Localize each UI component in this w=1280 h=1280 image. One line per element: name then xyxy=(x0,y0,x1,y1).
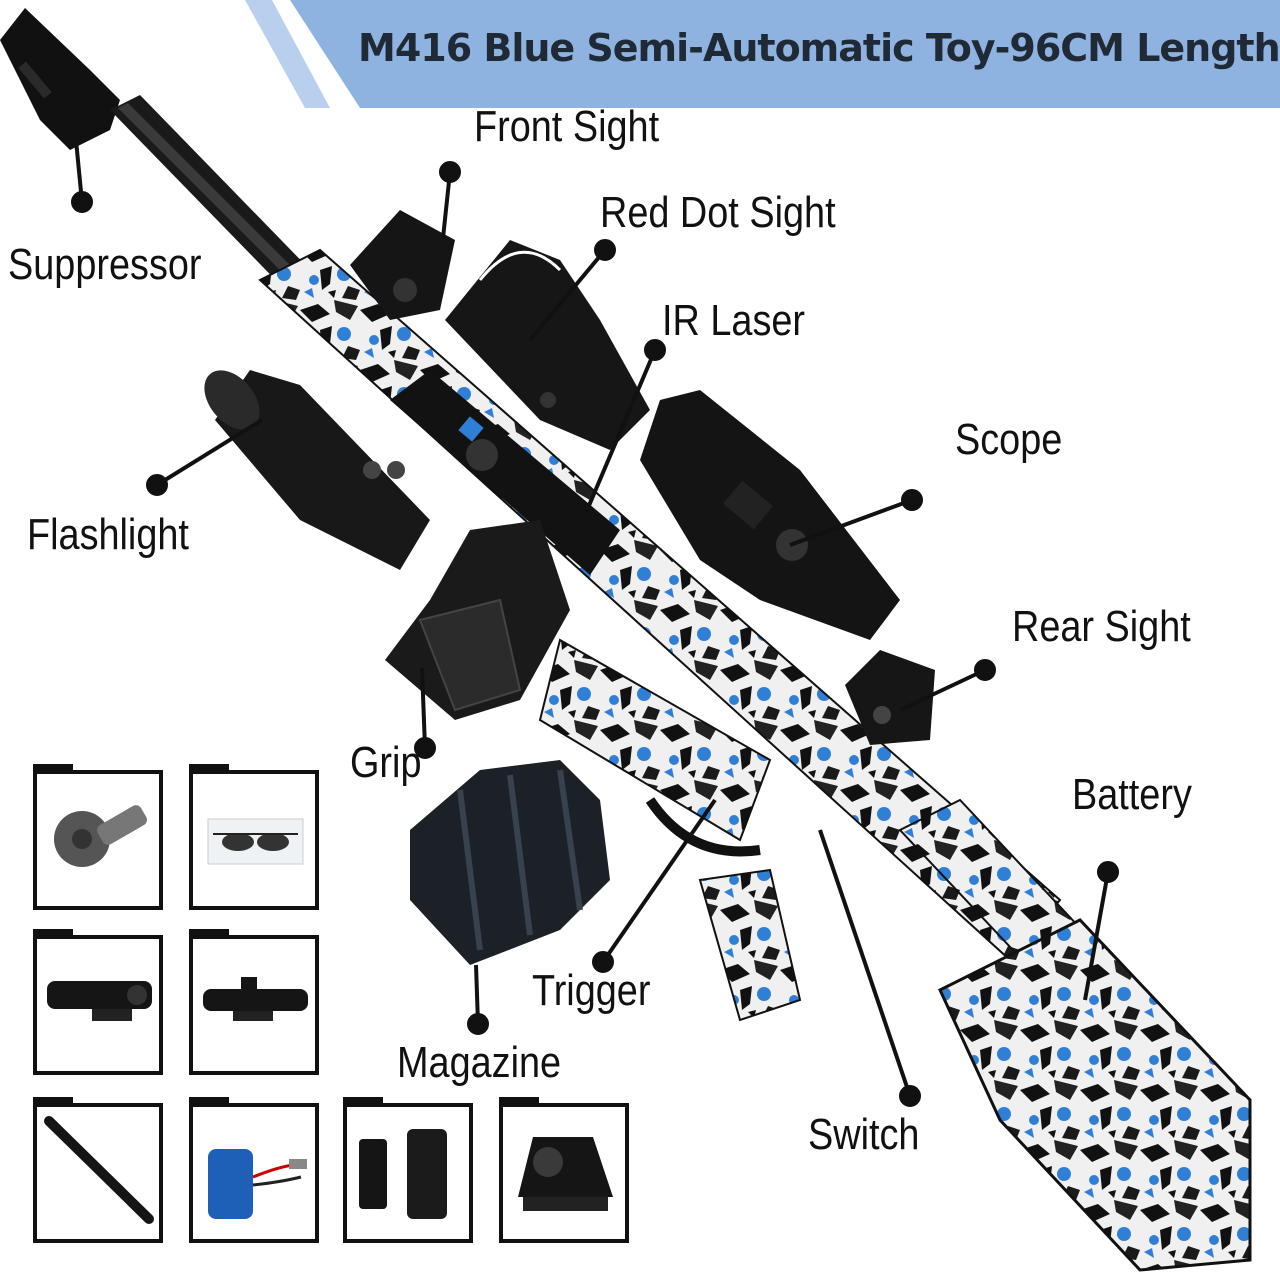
grip-parts-icon xyxy=(359,1129,447,1219)
label-red-dot-sight: Red Dot Sight xyxy=(600,188,836,237)
rear-sight-part xyxy=(845,650,935,745)
thumbnail-flashlight xyxy=(33,929,163,1075)
thumbnail-grip-parts xyxy=(343,1097,473,1243)
banner-shape xyxy=(245,0,1280,108)
label-battery: Battery xyxy=(1072,770,1192,819)
suppressor-icon xyxy=(44,1116,154,1224)
label-front-sight: Front Sight xyxy=(474,102,660,151)
thumbnail-battery-cable xyxy=(189,1097,319,1243)
barrel-part xyxy=(110,95,320,300)
vertical-grip-part xyxy=(385,520,570,720)
thumbnail-charging-handle xyxy=(33,764,163,910)
thumbnail-red-dot-sight xyxy=(499,1097,629,1243)
label-flashlight: Flashlight xyxy=(27,510,189,559)
red-dot-sight-part xyxy=(445,240,650,450)
title-banner: M416 Blue Semi-Automatic Toy-96CM Length xyxy=(0,0,1280,108)
ir-laser-part xyxy=(390,370,620,575)
flashlight-part xyxy=(204,370,430,570)
label-rear-sight: Rear Sight xyxy=(1012,602,1191,651)
label-switch: Switch xyxy=(808,1110,920,1159)
label-scope: Scope xyxy=(955,415,1063,464)
label-trigger: Trigger xyxy=(532,966,651,1015)
label-grip: Grip xyxy=(350,738,422,787)
flashlight-icon xyxy=(47,981,152,1021)
banner-title: M416 Blue Semi-Automatic Toy-96CM Length xyxy=(358,26,1280,70)
thumbnail-suppressor xyxy=(33,1097,163,1243)
thumbnail-scope xyxy=(189,929,319,1075)
magazine-part xyxy=(410,760,610,965)
front-sight-part xyxy=(350,210,455,320)
charging-handle-icon xyxy=(54,805,147,867)
red-dot-sight-icon xyxy=(518,1137,613,1211)
goggles-icon xyxy=(207,818,304,865)
label-ir-laser: IR Laser xyxy=(662,296,806,345)
annotation-lines xyxy=(71,129,1119,1107)
label-suppressor: Suppressor xyxy=(8,240,202,289)
suppressor-part xyxy=(0,8,120,150)
label-magazine: Magazine xyxy=(397,1038,562,1087)
thumbnail-goggles xyxy=(189,764,319,910)
battery-cable-icon xyxy=(208,1149,307,1219)
scope-icon xyxy=(203,977,308,1021)
